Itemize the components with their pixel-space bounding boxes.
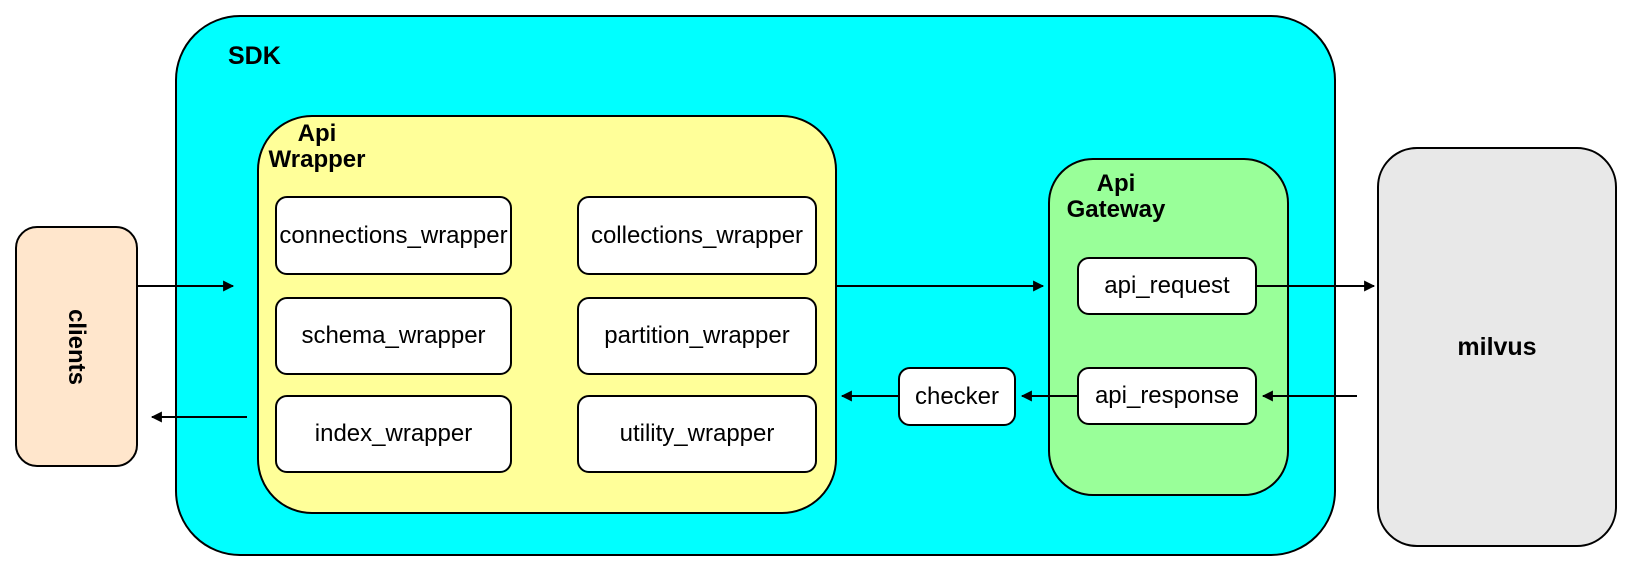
api-gateway-label-line2: Gateway bbox=[1066, 196, 1166, 223]
api-wrapper-label-line2: Wrapper bbox=[268, 146, 366, 173]
partition-wrapper-label: partition_wrapper bbox=[604, 322, 790, 349]
collections-wrapper-label: collections_wrapper bbox=[590, 221, 804, 249]
api-request-node: api_request bbox=[1077, 257, 1257, 315]
api-wrapper-label: Api Wrapper bbox=[257, 121, 377, 173]
connections-wrapper-node: connections_wrapper bbox=[275, 196, 512, 275]
schema-wrapper-label: schema_wrapper bbox=[301, 322, 486, 349]
index-wrapper-label: index_wrapper bbox=[314, 420, 473, 447]
schema-wrapper-node: schema_wrapper bbox=[275, 297, 512, 375]
partition-wrapper-node: partition_wrapper bbox=[577, 297, 817, 375]
milvus-node: milvus bbox=[1377, 147, 1617, 547]
api-request-label: api_request bbox=[1104, 272, 1230, 299]
api-gateway-label: Api Gateway bbox=[1056, 171, 1176, 223]
api-wrapper-label-line1: Api bbox=[297, 120, 337, 147]
index-wrapper-node: index_wrapper bbox=[275, 395, 512, 473]
utility-wrapper-node: utility_wrapper bbox=[577, 395, 817, 473]
checker-label: checker bbox=[914, 382, 1000, 410]
api-gateway-label-line1: Api bbox=[1096, 170, 1136, 197]
sdk-label: SDK bbox=[228, 42, 281, 70]
connections-wrapper-label: connections_wrapper bbox=[279, 221, 508, 249]
clients-node: clients bbox=[15, 226, 138, 467]
milvus-label: milvus bbox=[1457, 332, 1537, 361]
collections-wrapper-node: collections_wrapper bbox=[577, 196, 817, 275]
utility-wrapper-label: utility_wrapper bbox=[619, 420, 775, 447]
api-gateway-container bbox=[1048, 158, 1289, 496]
clients-label: clients bbox=[63, 308, 91, 385]
api-response-label: api_response bbox=[1094, 382, 1240, 409]
checker-node: checker bbox=[898, 367, 1016, 426]
api-response-node: api_response bbox=[1077, 367, 1257, 425]
